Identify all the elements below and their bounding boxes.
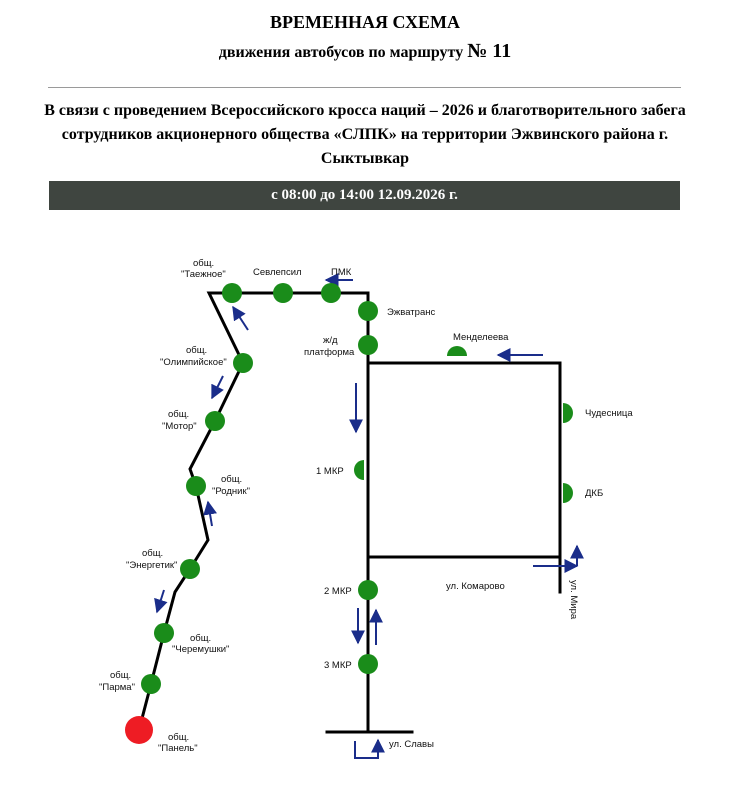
stop-pmk [321, 283, 341, 303]
stop-olimpiyskoe [233, 353, 253, 373]
label-parma-2: "Парма" [99, 682, 135, 693]
stop-cheremushki [154, 623, 174, 643]
label-motor-1: общ. [168, 409, 189, 420]
label-energetik-2: "Энергетик" [126, 560, 177, 571]
label-olimpiyskoe-1: общ. [186, 345, 207, 356]
label-cheremushki-1: общ. [190, 633, 211, 644]
label-komarova: ул. Комарово [446, 581, 505, 592]
stop-energetik [180, 559, 200, 579]
label-panel-2: "Панель" [158, 743, 198, 754]
label-taezhnoe-1: общ. [193, 258, 214, 269]
arrow-energetik [154, 589, 168, 614]
label-panel-1: общ. [168, 732, 189, 743]
stop-taezhnoe [222, 283, 242, 303]
label-2mkr: 2 МКР [324, 586, 352, 597]
stop-ezhvatrans [358, 301, 378, 321]
header-divider [48, 87, 681, 88]
label-taezhnoe-2: "Таежное" [181, 269, 226, 280]
label-motor-2: "Мотор" [162, 421, 197, 432]
subtitle-text: движения автобусов по маршруту [218, 44, 464, 61]
label-mendeleeva: Менделеева [453, 332, 509, 343]
stop-panel-terminal [125, 716, 153, 744]
label-3mkr: 3 МКР [324, 660, 352, 671]
time-banner: с 08:00 до 14:00 12.09.2026 г. [49, 181, 680, 210]
label-rodnik-2: "Родник" [212, 486, 250, 497]
stops [141, 283, 378, 694]
label-sevlepsil: Севлепсил [253, 267, 302, 278]
stop-labels: общ. "Панель" общ. "Парма" общ. "Черемуш… [99, 258, 633, 754]
arrow-rodnik [203, 500, 217, 527]
label-1mkr: 1 МКР [316, 466, 344, 477]
label-rodnik-1: общ. [221, 474, 242, 485]
stop-sevlepsil [273, 283, 293, 303]
stop-rodnik [186, 476, 206, 496]
page-title: ВРЕМЕННАЯ СХЕМА [269, 12, 461, 32]
label-slavy: ул. Славы [389, 739, 434, 750]
label-dkb: ДКБ [585, 488, 603, 499]
label-ezhvatrans: Эжватранс [387, 307, 435, 318]
stop-chudesnitsa [563, 403, 573, 423]
stop-zhd-platform [358, 335, 378, 355]
label-olimpiyskoe-2: "Олимпийское" [160, 357, 227, 368]
stop-3mkr [358, 654, 378, 674]
arrow-motor [211, 375, 224, 400]
label-cheremushki-2: "Черемушки" [172, 644, 229, 655]
route-number: № 11 [467, 40, 512, 62]
stop-dkb [563, 483, 573, 503]
stop-motor [205, 411, 225, 431]
arrow-slavy-loop [354, 738, 385, 759]
label-zhd-1: ж/д [323, 335, 338, 346]
notice-text: В связи с проведением Всероссийского кро… [44, 102, 686, 167]
label-pmk: ПМК [331, 267, 352, 278]
stop-2mkr [358, 580, 378, 600]
label-chudesnitsa: Чудесница [585, 408, 633, 419]
direction-arrows [154, 273, 579, 645]
label-mira: ул. Мира [568, 580, 579, 620]
stop-parma [141, 674, 161, 694]
stop-1mkr [354, 460, 364, 480]
page-subtitle: движения автобусов по маршруту № 11 [0, 40, 730, 63]
half-stops [354, 346, 573, 503]
label-parma-1: общ. [110, 670, 131, 681]
stop-mendeleeva [447, 346, 467, 356]
arrow-olimpiyskoe [232, 305, 249, 331]
label-energetik-1: общ. [142, 548, 163, 559]
label-zhd-2: платформа [304, 347, 355, 358]
